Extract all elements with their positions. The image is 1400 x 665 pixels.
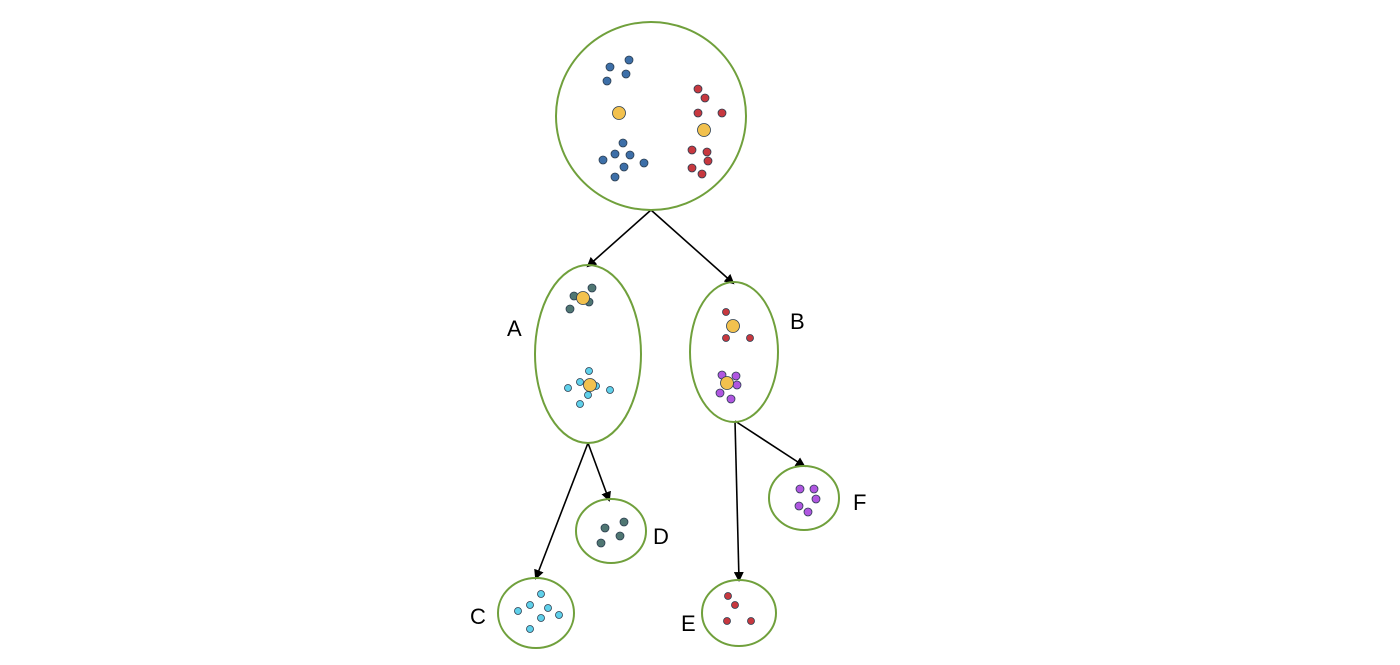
edge-root-to-a <box>586 209 652 268</box>
centroid-point <box>583 378 597 392</box>
cluster-a-label: A <box>507 316 522 341</box>
red-point <box>731 601 739 609</box>
blue-point <box>598 155 608 165</box>
cyan-point <box>537 614 545 622</box>
cyan-point <box>584 391 592 399</box>
cluster-d-outline <box>575 498 647 564</box>
cluster-f-label: F <box>853 490 866 515</box>
edge-a-to-d <box>587 442 611 502</box>
red-point <box>693 108 703 118</box>
cluster-e-label: E <box>681 611 696 636</box>
blue-point <box>625 150 635 160</box>
cyan-point <box>585 367 593 375</box>
cyan-point <box>606 386 614 394</box>
red-point <box>746 334 754 342</box>
red-point <box>723 617 731 625</box>
blue-point <box>621 69 631 79</box>
red-point <box>717 108 727 118</box>
gray-point <box>619 517 629 527</box>
blue-point <box>610 149 620 159</box>
cluster-e: E <box>681 579 777 647</box>
cluster-e-red-points <box>723 592 755 625</box>
cyan-point <box>564 384 572 392</box>
blue-point <box>639 158 649 168</box>
root-blue-points <box>598 55 649 182</box>
gray-point <box>615 531 625 541</box>
cyan-point <box>537 590 545 598</box>
purple-point <box>726 394 736 404</box>
cluster-f: F <box>768 465 866 531</box>
cyan-point <box>576 378 584 386</box>
centroid-point <box>612 106 626 120</box>
gray-point <box>600 523 610 533</box>
cluster-b-red-points <box>722 308 754 342</box>
cluster-d-label: D <box>653 524 669 549</box>
red-point <box>687 163 697 173</box>
cluster-a: A <box>507 264 642 444</box>
cluster-b-purple-points <box>715 370 742 404</box>
centroid-point <box>720 376 734 390</box>
cluster-a-gray-points <box>565 283 597 314</box>
root-red-points <box>687 84 727 179</box>
blue-point <box>624 55 634 65</box>
red-point <box>722 334 730 342</box>
red-point <box>687 145 697 155</box>
red-point <box>697 169 707 179</box>
cyan-point <box>555 611 563 619</box>
blue-point <box>619 162 629 172</box>
red-point <box>724 592 732 600</box>
cluster-a-outline <box>534 264 642 444</box>
red-point <box>722 308 730 316</box>
cyan-point <box>576 400 584 408</box>
cluster-c-cyan-points <box>514 590 563 633</box>
purple-point <box>809 484 819 494</box>
gray-point <box>596 538 606 548</box>
gray-point <box>587 283 597 293</box>
blue-point <box>618 138 628 148</box>
cluster-c-label: C <box>470 604 486 629</box>
cyan-point <box>544 604 552 612</box>
purple-point <box>732 380 742 390</box>
centroid-point <box>697 123 711 137</box>
blue-point <box>610 172 620 182</box>
cluster-d: D <box>575 498 669 564</box>
purple-point <box>795 484 805 494</box>
edge-root-to-b <box>650 209 735 285</box>
centroid-point <box>576 291 590 305</box>
purple-point <box>731 371 741 381</box>
red-point <box>703 156 713 166</box>
purple-point <box>794 501 804 511</box>
red-point <box>702 147 712 157</box>
root-cluster <box>555 21 747 211</box>
cyan-point <box>526 625 534 633</box>
edge-b-to-f <box>734 420 806 468</box>
cluster-b-label: B <box>790 309 805 334</box>
blue-point <box>605 62 615 72</box>
blue-point <box>602 76 612 86</box>
cluster-b-outline <box>689 281 779 423</box>
cluster-c-outline <box>497 577 575 649</box>
cluster-b: B <box>689 281 805 423</box>
purple-point <box>811 494 821 504</box>
cluster-f-outline <box>768 465 840 531</box>
gray-point <box>565 304 575 314</box>
cyan-point <box>514 607 522 615</box>
edge-b-to-e <box>733 420 744 582</box>
cluster-e-outline <box>701 579 777 647</box>
root-cluster-outline <box>555 21 747 211</box>
cluster-d-gray-points <box>596 517 629 548</box>
purple-point <box>803 507 813 517</box>
red-point <box>747 617 755 625</box>
purple-point <box>715 388 725 398</box>
red-point <box>700 93 710 103</box>
cluster-f-purple-points <box>794 484 821 517</box>
red-point <box>693 84 703 94</box>
centroid-point <box>726 319 740 333</box>
cyan-point <box>526 601 534 609</box>
cluster-c: C <box>470 577 575 649</box>
cluster-a-cyan-points <box>564 367 614 408</box>
edge-a-to-c <box>534 442 589 580</box>
